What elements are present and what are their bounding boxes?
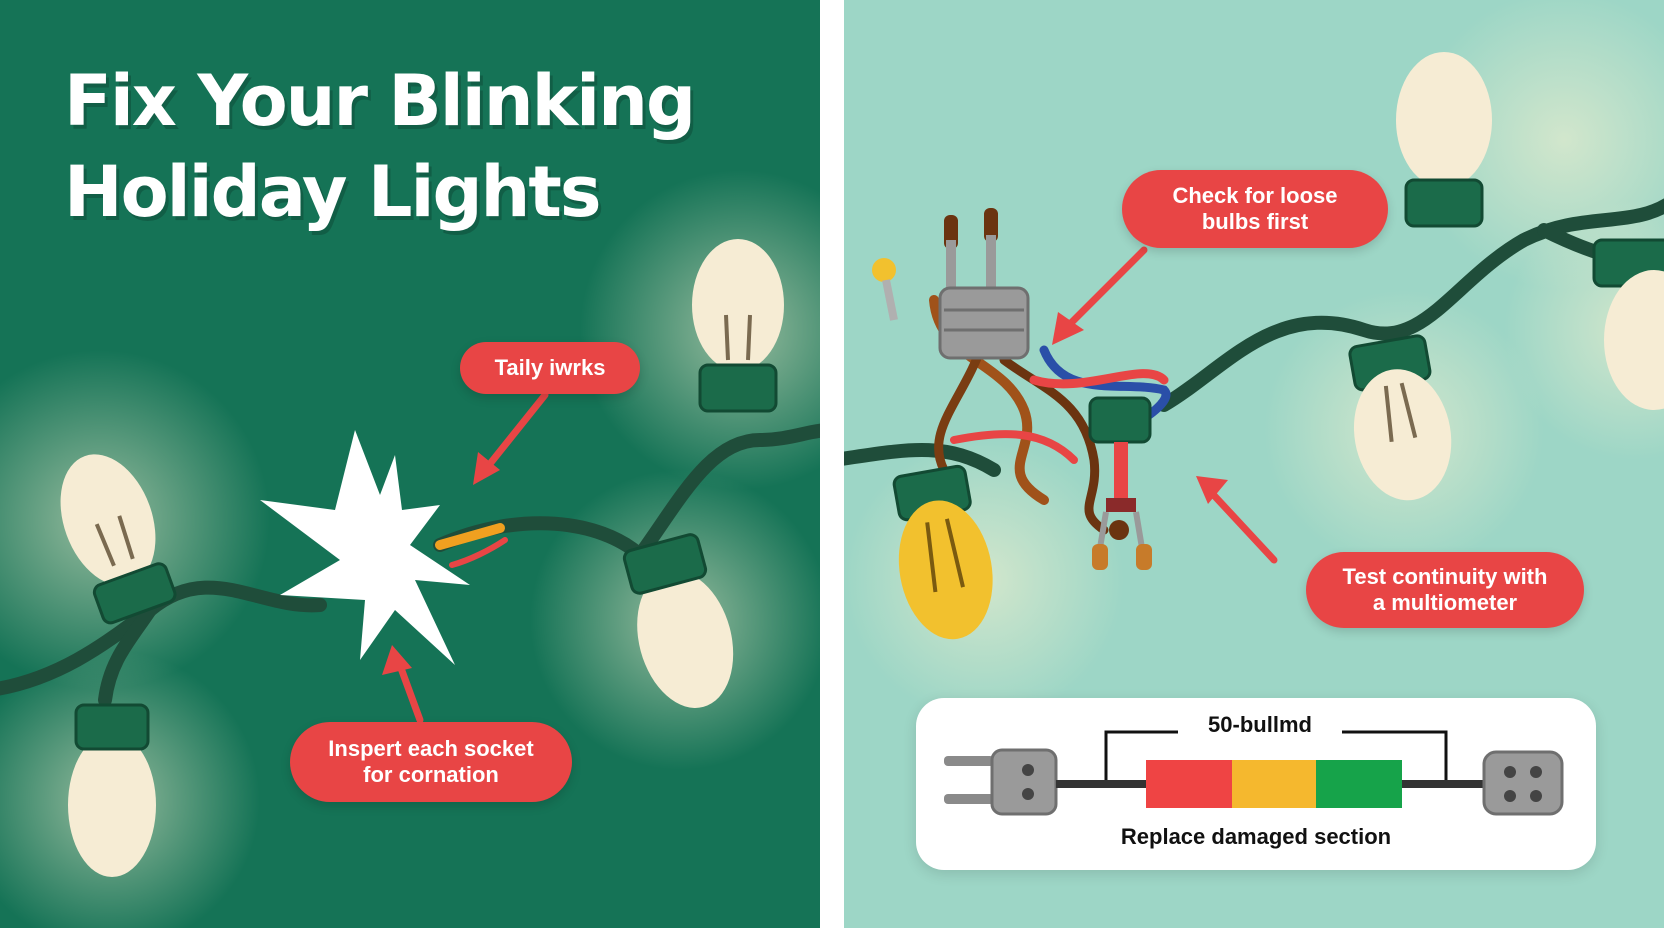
- left-panel: Fix Your Blinking Holiday Lights Taily i…: [0, 0, 820, 928]
- replacement-diagram: [944, 730, 1564, 816]
- bulb-icon: [1592, 238, 1664, 410]
- broken-wire-icon: [260, 430, 470, 665]
- callout-text: a multiometer: [1372, 590, 1518, 615]
- cord-segment-bar: [1146, 760, 1402, 808]
- callout-taily-works: Taily iwrks: [460, 342, 640, 394]
- left-illustration: [0, 170, 820, 928]
- multimeter-probe-icon: [1088, 396, 1152, 570]
- replace-caption: Replace damaged section: [1120, 824, 1392, 849]
- bulb-icon: [692, 239, 784, 413]
- panel-divider: [820, 0, 844, 928]
- bulb-icon: [1348, 334, 1452, 501]
- right-panel: Check for loose bulbs first Test continu…: [844, 0, 1664, 928]
- callout-text: bulbs first: [1201, 209, 1309, 234]
- callout-inspect-socket: Inspert each socket for cornation: [290, 722, 572, 802]
- callout-text: for cornation: [363, 762, 499, 787]
- plug-icon: [944, 748, 1058, 816]
- bulb-icon: [1396, 52, 1492, 228]
- title-line-2: Holiday Lights: [64, 151, 602, 233]
- bulb-icon: [622, 533, 734, 708]
- bulb-icon: [68, 703, 156, 877]
- callout-continuity: Test continuity with a multiometer: [1306, 552, 1584, 628]
- right-illustration: [844, 0, 1664, 720]
- plug-icon: [938, 208, 1030, 360]
- bulb-icon: [60, 454, 177, 625]
- replace-section-card: 50-bullmd Replace damaged section: [916, 698, 1596, 870]
- callout-loose-bulbs: Check for loose bulbs first: [1122, 170, 1388, 248]
- title-line-1: Fix Your Blinking: [64, 60, 696, 142]
- callout-text: Inspert each socket: [328, 736, 534, 761]
- segment-length-label: 50-bullmd: [1178, 712, 1342, 738]
- page-title: Fix Your Blinking Holiday Lights: [64, 56, 696, 238]
- socket-outlet-icon: [1482, 750, 1564, 816]
- callout-text: Test continuity with: [1342, 564, 1548, 589]
- callout-text: Check for loose: [1172, 183, 1338, 208]
- callout-text: Taily iwrks: [494, 355, 606, 380]
- bulb-icon: [892, 464, 993, 640]
